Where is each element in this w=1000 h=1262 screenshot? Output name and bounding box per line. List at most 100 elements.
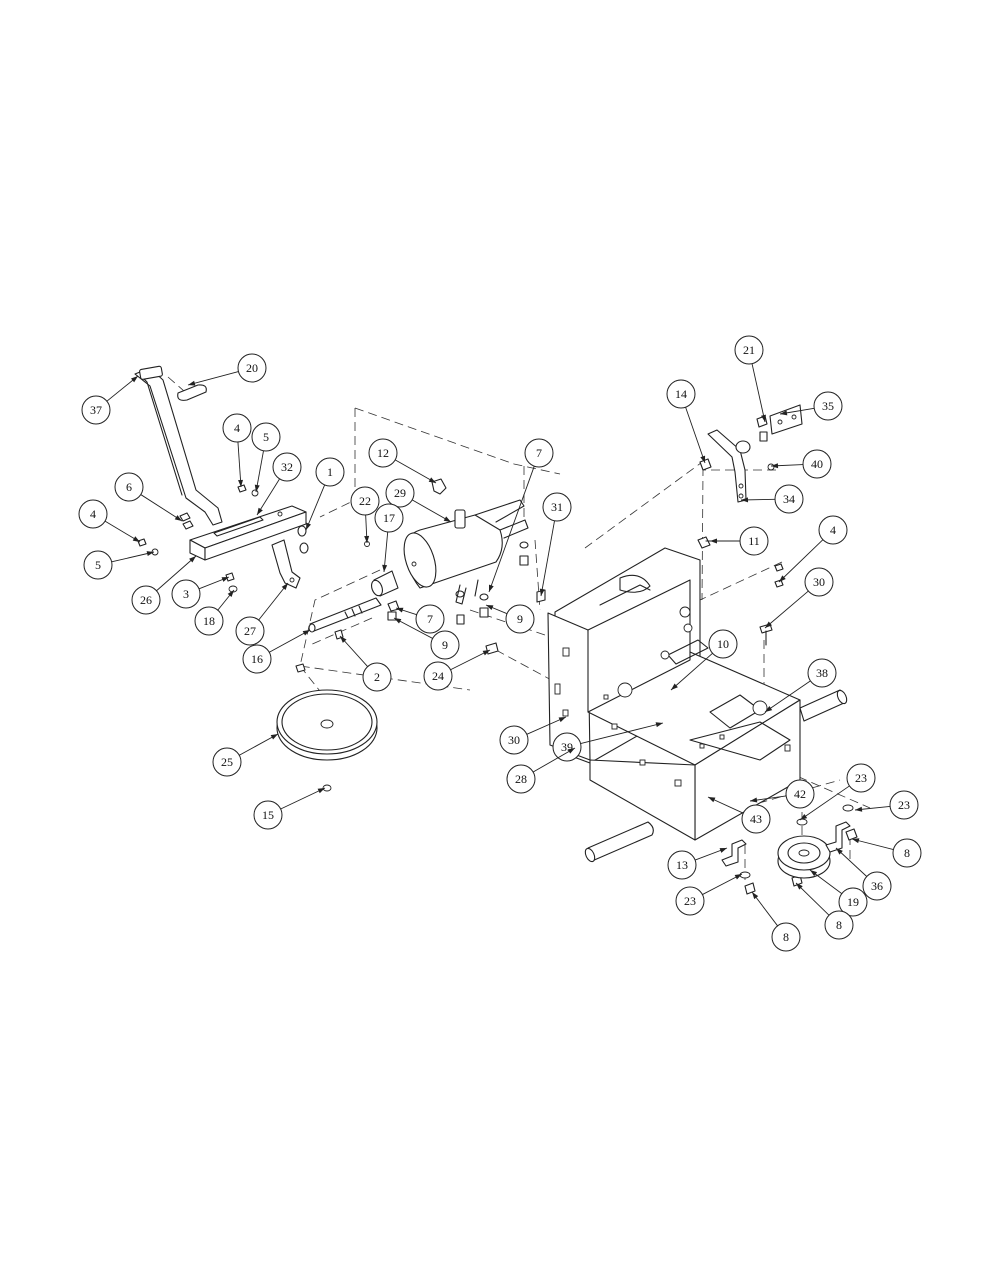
callout-arrowhead — [130, 376, 138, 383]
callout-balloon — [708, 629, 738, 659]
callout-c8c: 8 — [751, 891, 801, 952]
callout-leader-line — [411, 499, 452, 523]
callout-c12: 12 — [368, 438, 437, 484]
callout-number: 42 — [794, 787, 806, 801]
callout-c8b: 8 — [795, 882, 854, 940]
callout-c19: 19 — [809, 869, 868, 917]
callout-balloon — [542, 492, 572, 522]
callout-leader-line — [764, 680, 811, 713]
callout-number: 5 — [95, 558, 101, 572]
callout-balloon — [385, 478, 415, 508]
callout-number: 3 — [183, 587, 189, 601]
callout-leader-line — [488, 466, 535, 593]
callout-balloon — [83, 550, 113, 580]
callout-arrowhead — [443, 516, 451, 522]
callout-number: 11 — [748, 534, 760, 548]
callout-arrowhead — [855, 806, 863, 812]
callout-arrowhead — [238, 479, 244, 487]
callout-c4c: 4 — [778, 515, 848, 583]
callout-number: 4 — [830, 523, 836, 537]
callout-arrowhead — [382, 564, 388, 572]
callout-c13: 13 — [667, 847, 728, 880]
callout-leader-line — [764, 590, 809, 629]
callout-balloon — [824, 910, 854, 940]
callout-c16: 16 — [242, 629, 311, 674]
callout-leader-line — [799, 785, 850, 821]
idler-bracket-left — [721, 839, 747, 867]
callout-arrowhead — [340, 636, 347, 643]
callout-leader-line — [751, 363, 766, 423]
callout-arrowhead — [227, 590, 234, 598]
callout-leader-line — [187, 371, 239, 386]
idler-bracket-right — [825, 821, 851, 853]
callout-number: 21 — [743, 343, 755, 357]
callout-balloon — [350, 486, 380, 516]
callout-balloon — [368, 438, 398, 468]
callout-number: 12 — [377, 446, 389, 460]
callout-arrowhead — [836, 848, 843, 855]
main-frame — [547, 547, 848, 863]
callout-c14: 14 — [666, 379, 706, 464]
callout-number: 16 — [251, 652, 263, 666]
callout-number: 9 — [442, 638, 448, 652]
callout-arrowhead — [257, 507, 263, 515]
callout-balloon — [807, 658, 837, 688]
callout-balloon — [131, 585, 161, 615]
callout-arrowhead — [780, 410, 788, 416]
callout-balloon — [315, 457, 345, 487]
callout-arrowhead — [486, 605, 494, 610]
callout-c23b: 23 — [854, 790, 919, 820]
callout-number: 30 — [508, 733, 520, 747]
callout-c2: 2 — [339, 635, 392, 692]
callout-number: 1 — [327, 465, 333, 479]
callout-number: 23 — [855, 771, 867, 785]
callout-balloon — [242, 644, 272, 674]
pivot-bracket — [271, 539, 301, 589]
callout-leader-line — [702, 873, 743, 895]
callout-number: 43 — [750, 812, 762, 826]
callout-balloon — [741, 804, 771, 834]
callout-arrowhead — [750, 797, 758, 803]
callout-balloon — [423, 661, 453, 691]
callout-balloon — [374, 503, 404, 533]
brake-pedal-arm — [134, 365, 223, 526]
callout-number: 35 — [822, 399, 834, 413]
callout-c6: 6 — [114, 472, 183, 522]
callout-balloon — [862, 871, 892, 901]
callout-c24: 24 — [423, 649, 491, 691]
callout-arrowhead — [761, 414, 766, 422]
callout-c20: 20 — [187, 353, 267, 386]
callout-c42: 42 — [749, 779, 815, 809]
callout-balloon — [506, 764, 536, 794]
callout-arrowhead — [779, 575, 786, 582]
callout-number: 10 — [717, 637, 729, 651]
callout-balloon — [524, 438, 554, 468]
callout-number: 27 — [244, 624, 256, 638]
callout-arrowhead — [710, 538, 717, 544]
callout-leader-line — [111, 551, 155, 563]
callout-number: 32 — [281, 460, 293, 474]
callout-leader-line — [532, 747, 576, 773]
callout-leader-line — [258, 582, 289, 621]
callout-balloon — [846, 763, 876, 793]
callout-arrowhead — [317, 788, 325, 794]
callout-c23c: 23 — [675, 873, 743, 916]
callout-arrowhead — [655, 722, 663, 728]
callout-arrowhead — [188, 380, 196, 386]
callout-number: 13 — [676, 858, 688, 872]
callout-c5b: 5 — [83, 550, 155, 580]
callout-balloon — [552, 732, 582, 762]
callout-number: 17 — [383, 511, 395, 525]
callout-arrowhead — [741, 497, 749, 503]
callout-arrowhead — [671, 683, 678, 690]
callout-balloon — [667, 850, 697, 880]
callout-number: 2 — [374, 670, 380, 684]
callout-c18: 18 — [194, 589, 235, 636]
callout-leader-line — [237, 441, 242, 488]
callout-arrowhead — [852, 838, 860, 844]
callout-leader-line — [851, 838, 894, 850]
callout-arrowhead — [771, 463, 779, 469]
callout-arrowhead — [796, 883, 803, 890]
callout-leader-line — [450, 649, 491, 671]
callout-number: 14 — [675, 387, 687, 401]
